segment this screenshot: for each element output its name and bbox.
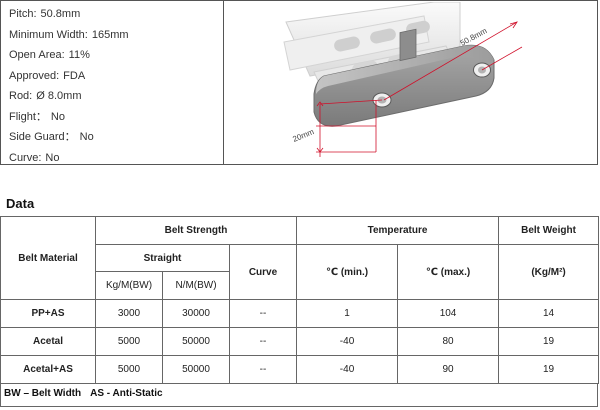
- data-section-title: Data: [6, 196, 35, 211]
- temperature-header: Temperature: [296, 216, 500, 245]
- table-row: PP+AS 3000 30000 -- 1 104 14: [0, 299, 600, 328]
- weight-cell: 19: [498, 355, 600, 384]
- spec-list: Pitch:50.8mm Minimum Width:165mm Open Ar…: [9, 4, 129, 168]
- tmax-cell: 80: [397, 327, 500, 356]
- table-footnote: BW – Belt Width AS - Anti-Static: [0, 383, 598, 407]
- header-row-1: Belt Material Belt Strength Temperature …: [0, 216, 600, 300]
- nm-cell: 50000: [162, 327, 230, 356]
- belt-diagram: 50.8mm 20mm: [283, 2, 523, 157]
- curve-cell: --: [228, 355, 298, 384]
- dimension-lines: [316, 21, 523, 157]
- spec-open-area: Open Area:11%: [9, 49, 90, 61]
- tmax-cell: 90: [397, 355, 500, 384]
- spec-flight: Flight：No: [9, 110, 65, 123]
- nm-cell: 50000: [162, 355, 230, 384]
- temp-max-header: ℃ (max.): [397, 244, 500, 300]
- kgm-header: Kg/M(BW): [95, 271, 163, 300]
- weight-unit-header: (Kg/M²): [498, 244, 600, 300]
- belt-strength-header: Belt Strength: [94, 216, 298, 245]
- weight-cell: 14: [498, 299, 600, 328]
- nm-cell: 30000: [162, 299, 230, 328]
- spec-minimum-width: Minimum Width:165mm: [9, 28, 129, 41]
- material-cell: Acetal: [0, 327, 96, 356]
- footnote-bw: BW – Belt Width: [4, 388, 82, 399]
- spec-rod: Rod:Ø 8.0mm: [9, 90, 82, 102]
- belt-material-header: Belt Material: [0, 216, 96, 300]
- footnote-as: AS - Anti-Static: [90, 388, 163, 399]
- table-row: Acetal+AS 5000 50000 -- -40 90 19: [0, 355, 600, 384]
- spec-approved: Approved:FDA: [9, 69, 86, 82]
- curve-cell: --: [228, 299, 298, 328]
- tmin-cell: 1: [296, 299, 399, 328]
- temp-min-header: ℃ (min.): [296, 244, 399, 300]
- curve-cell: --: [228, 327, 298, 356]
- height-dimension-label: 20mm: [291, 127, 315, 144]
- nm-header: N/M(BW): [162, 271, 230, 300]
- tmin-cell: -40: [296, 355, 399, 384]
- weight-cell: 19: [498, 327, 600, 356]
- header-row-3: Kg/M(BW) N/M(BW): [1, 271, 599, 300]
- spec-panel: Pitch:50.8mm Minimum Width:165mm Open Ar…: [0, 0, 598, 165]
- material-cell: Acetal+AS: [0, 355, 96, 384]
- kgm-cell: 5000: [95, 355, 163, 384]
- tmax-cell: 104: [397, 299, 500, 328]
- spec-curve: Curve:No: [9, 151, 60, 164]
- curve-header: Curve: [228, 244, 298, 300]
- kgm-cell: 5000: [95, 327, 163, 356]
- spec-pitch: Pitch:50.8mm: [9, 8, 81, 20]
- pitch-dimension-label: 50.8mm: [459, 26, 489, 48]
- kgm-cell: 3000: [95, 299, 163, 328]
- spec-side-guard: Side Guard：No: [9, 131, 94, 143]
- table-row: Acetal 5000 50000 -- -40 80 19: [0, 327, 600, 356]
- belt-data-table: Belt Material Belt Strength Temperature …: [0, 216, 600, 384]
- grey-side-link: [313, 28, 495, 127]
- header-row-2: Straight Curve ℃ (min.) ℃ (max.) (Kg/M²): [1, 244, 600, 300]
- straight-header: Straight: [95, 244, 230, 272]
- material-cell: PP+AS: [0, 299, 96, 328]
- tmin-cell: -40: [296, 327, 399, 356]
- spec-divider: [223, 1, 224, 165]
- belt-weight-header: Belt Weight: [498, 216, 600, 245]
